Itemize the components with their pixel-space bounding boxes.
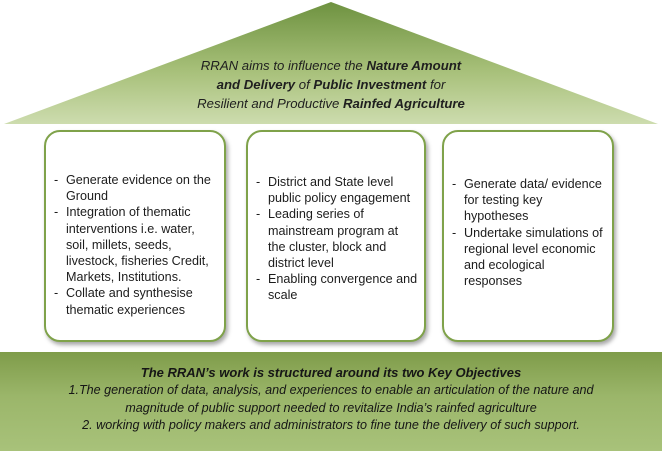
pillar-list: District and State level public policy e… — [256, 174, 418, 304]
objective-1-line-1: 1.The generation of data, analysis, and … — [68, 383, 594, 397]
roof-emphasis: Rainfed Agriculture — [343, 96, 465, 111]
roof-text-segment: RRAN aims to influence the — [200, 58, 367, 73]
pillar-item: Integration of thematic interventions i.… — [54, 204, 218, 285]
roof-line-1: RRAN aims to influence the Nature Amount — [150, 56, 512, 75]
pillar-item: Undertake simulations of regional level … — [452, 225, 606, 290]
pillar-item: Generate data/ evidence for testing key … — [452, 176, 606, 225]
roof-emphasis: Nature Amount — [366, 58, 462, 73]
roof-emphasis: Public Investment — [313, 77, 427, 92]
roof-emphasis: and Delivery — [216, 77, 296, 92]
foundation-base: The RRAN’s work is structured around its… — [0, 352, 662, 451]
roof-line-3: Resilient and Productive Rainfed Agricul… — [150, 94, 512, 113]
pillar-item: Leading series of mainstream program at … — [256, 206, 418, 271]
pillar-list: Generate data/ evidence for testing key … — [452, 176, 606, 289]
pillar-list: Generate evidence on the Ground Integrat… — [54, 172, 218, 318]
pillar-item: Enabling convergence and scale — [256, 271, 418, 303]
pillar-research: Generate data/ evidence for testing key … — [442, 130, 614, 342]
roof-triangle — [4, 2, 658, 124]
pillar-policy: District and State level public policy e… — [246, 130, 426, 342]
pillar-item: Collate and synthesise thematic experien… — [54, 285, 218, 317]
roof-text-segment: for — [426, 77, 446, 92]
roof-text-segment: Resilient and Productive — [197, 96, 343, 111]
objective-1-line-2: magnitude of public support needed to re… — [125, 400, 537, 415]
pillar-evidence: Generate evidence on the Ground Integrat… — [44, 130, 226, 342]
roof-text-segment: of — [295, 77, 314, 92]
pillar-item: District and State level public policy e… — [256, 174, 418, 206]
roof-line-2: and Delivery of Public Investment for — [150, 75, 512, 94]
objective-2: 2. working with policy makers and admini… — [82, 418, 580, 432]
pillar-item: Generate evidence on the Ground — [54, 172, 218, 204]
roof-statement: RRAN aims to influence the Nature Amount… — [150, 56, 512, 113]
base-title: The RRAN’s work is structured around its… — [140, 365, 522, 380]
